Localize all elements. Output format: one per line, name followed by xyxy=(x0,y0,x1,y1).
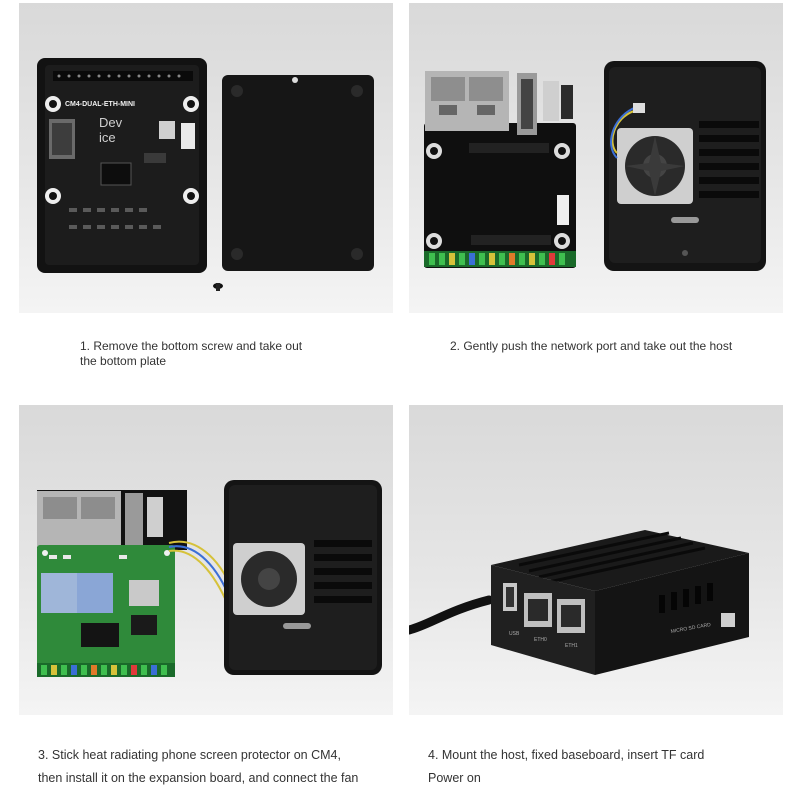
step-3-image xyxy=(19,405,393,715)
eth1-label: ETH1 xyxy=(565,643,578,649)
expansion-board xyxy=(424,123,576,268)
usb-cable xyxy=(409,595,494,635)
step-2-caption: 2. Gently push the network port and take… xyxy=(450,339,733,353)
eth0-label: ETH0 xyxy=(534,637,547,643)
board-model-label: CM4-DUAL-ETH-MINI xyxy=(65,101,135,108)
step-3-illustration xyxy=(37,480,382,677)
usb-port-label: USB xyxy=(509,631,520,637)
step-3-caption: 3. Stick heat radiating phone screen pro… xyxy=(38,748,359,785)
step-4-caption: 4. Mount the host, fixed baseboard, inse… xyxy=(428,748,705,785)
step-1-caption: 1. Remove the bottom screw and take out … xyxy=(80,339,303,368)
gpio-header xyxy=(424,251,576,267)
gpio-header xyxy=(37,663,175,677)
step-4-illustration: USB ETH0 ETH1 MICRO SD CARD xyxy=(409,530,749,675)
bottom-plate xyxy=(222,75,374,271)
mounting-hole xyxy=(45,96,199,204)
step-1-image: CM4-DUAL-ETH-MINI Dev ice xyxy=(19,3,393,313)
device-label-line1: Dev xyxy=(99,115,123,130)
device-label-line2: ice xyxy=(99,130,116,145)
step-2-image xyxy=(409,3,783,313)
step-2-illustration xyxy=(424,61,766,271)
thermal-pad xyxy=(41,573,81,613)
step-4-image: USB ETH0 ETH1 MICRO SD CARD xyxy=(409,405,783,715)
step-1-illustration: CM4-DUAL-ETH-MINI Dev ice xyxy=(37,58,374,291)
usb-port xyxy=(125,493,143,547)
tf-card-slot xyxy=(721,613,735,627)
